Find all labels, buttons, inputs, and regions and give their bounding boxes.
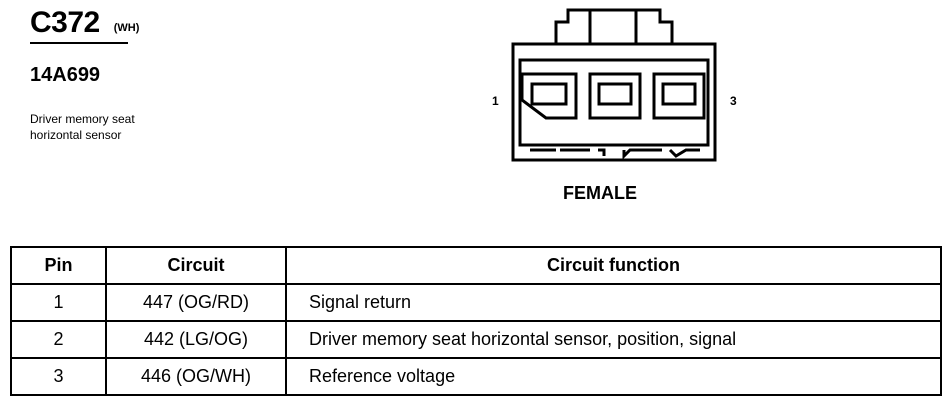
connector-inner-body — [518, 58, 710, 147]
pinout-table: Pin Circuit Circuit function 1 447 (OG/R… — [10, 246, 942, 396]
connector-latch — [554, 8, 674, 44]
cavity-3 — [652, 72, 706, 120]
cell-circuit: 442 (LG/OG) — [105, 320, 287, 359]
part-number: 14A699 — [30, 64, 101, 86]
cell-function: Reference voltage — [285, 357, 942, 396]
description-line-2: horizontal sensor — [30, 128, 122, 142]
connector-code-row: C372 (WH) — [30, 6, 139, 40]
pin-label-3: 3 — [730, 94, 737, 108]
header-circuit-function: Circuit function — [285, 246, 942, 285]
cavity-2 — [588, 72, 642, 120]
cell-pin: 3 — [10, 357, 107, 396]
table-row: 1 447 (OG/RD) Signal return — [10, 283, 942, 322]
connector-color: (WH) — [113, 22, 140, 34]
cell-function: Driver memory seat horizontal sensor, po… — [285, 320, 942, 359]
cell-circuit: 447 (OG/RD) — [105, 283, 287, 322]
cell-circuit: 446 (OG/WH) — [105, 357, 287, 396]
connector-header: C372 (WH) — [30, 6, 139, 44]
cell-function: Signal return — [285, 283, 942, 322]
table-row: 2 442 (LG/OG) Driver memory seat horizon… — [10, 320, 942, 359]
pin-label-1: 1 — [492, 94, 499, 108]
header-pin: Pin — [10, 246, 107, 285]
cell-pin: 1 — [10, 283, 107, 322]
view-label: FEMALE — [563, 183, 637, 203]
description-line-1: Driver memory seat — [30, 112, 135, 126]
table-row: 3 446 (OG/WH) Reference voltage — [10, 357, 942, 396]
connector-housing — [511, 42, 717, 162]
cavity-1 — [520, 72, 578, 120]
connector-face-drawing — [511, 8, 717, 162]
connector-description: Driver memory seat horizontal sensor — [30, 111, 230, 143]
cell-pin: 2 — [10, 320, 107, 359]
table-header-row: Pin Circuit Circuit function — [10, 246, 942, 285]
code-underline — [30, 42, 128, 44]
bottom-notches — [530, 148, 700, 160]
connector-code: C372 — [30, 6, 100, 39]
header-circuit: Circuit — [105, 246, 287, 285]
